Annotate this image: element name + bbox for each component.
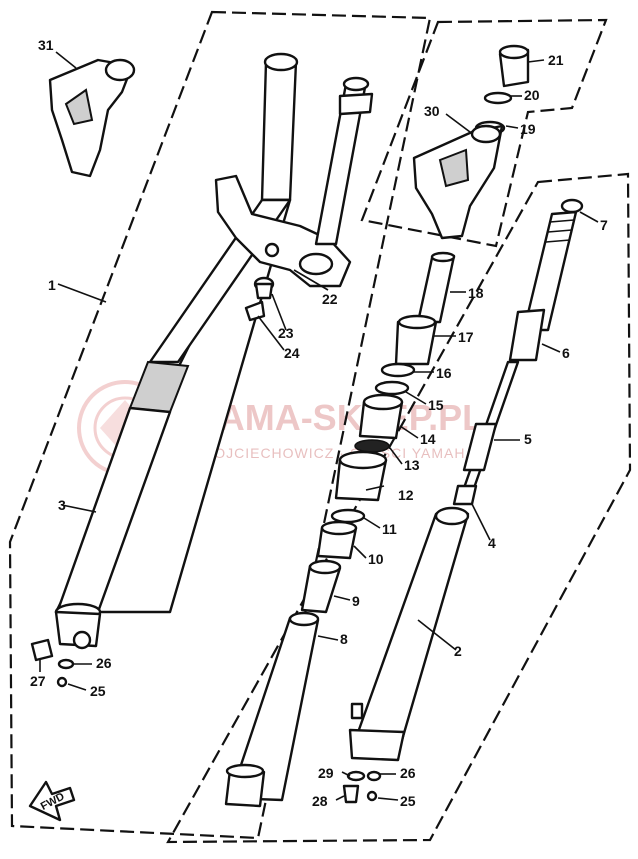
watermark: YAMA-SKLEP.PL WOJCIECHOWICZ · CZĘŚCI YAM… bbox=[77, 380, 484, 476]
callout-8: 8 bbox=[340, 631, 348, 647]
part-9-piece bbox=[300, 559, 342, 614]
callout-14: 14 bbox=[420, 431, 436, 447]
callout-25-left: 25 bbox=[90, 683, 106, 699]
callout-22: 22 bbox=[322, 291, 338, 307]
callout-20: 20 bbox=[524, 87, 540, 103]
part-21-nut bbox=[498, 44, 530, 88]
callout-labels: 31 1 3 21 20 19 30 7 6 5 4 2 22 23 24 18… bbox=[30, 37, 608, 809]
part-22-lower-bracket bbox=[214, 174, 352, 288]
part-31-bracket bbox=[48, 58, 136, 178]
callout-11: 11 bbox=[382, 521, 397, 537]
callout-6: 6 bbox=[562, 345, 570, 361]
part-14-oil-seal bbox=[358, 393, 404, 440]
part-15-washer bbox=[374, 380, 410, 396]
part-3-left-inner-tube bbox=[54, 52, 299, 650]
part-17-bushing bbox=[394, 314, 438, 366]
fwd-arrow: FWD bbox=[28, 780, 76, 822]
callout-5: 5 bbox=[524, 431, 532, 447]
part-27-bolt bbox=[30, 638, 54, 662]
callout-30: 30 bbox=[424, 103, 440, 119]
callout-12: 12 bbox=[398, 487, 414, 503]
callout-4: 4 bbox=[488, 535, 496, 551]
callout-23: 23 bbox=[278, 325, 294, 341]
part-11-ring bbox=[330, 508, 366, 524]
callout-9: 9 bbox=[352, 593, 360, 609]
part-18-collar bbox=[416, 251, 456, 324]
callout-17: 17 bbox=[458, 329, 474, 345]
callout-18: 18 bbox=[468, 285, 484, 301]
callout-3: 3 bbox=[58, 497, 66, 513]
part-12-bushing bbox=[334, 450, 388, 502]
part-2-right-outer-tube bbox=[348, 506, 470, 762]
steering-stem bbox=[314, 76, 374, 246]
part-23-collar bbox=[253, 276, 275, 300]
left-fork-outline bbox=[8, 10, 432, 840]
callout-24: 24 bbox=[284, 345, 300, 361]
callout-28: 28 bbox=[312, 793, 328, 809]
part-24-bolt bbox=[244, 300, 266, 322]
callout-10: 10 bbox=[368, 551, 384, 567]
part-20-washer bbox=[483, 91, 513, 105]
group-outlines bbox=[8, 10, 632, 844]
part-7-cap bbox=[560, 198, 584, 214]
callout-25-right: 25 bbox=[400, 793, 416, 809]
part-26-washer-right bbox=[366, 770, 382, 782]
steering-stem-outline bbox=[360, 18, 608, 248]
part-8-inner-tube bbox=[224, 611, 320, 808]
callout-31: 31 bbox=[38, 37, 54, 53]
callout-2: 2 bbox=[454, 643, 462, 659]
leader-lines bbox=[39, 51, 599, 801]
part-13-washer bbox=[354, 439, 390, 453]
part-6-spring bbox=[508, 210, 578, 362]
watermark-title: YAMA-SKLEP.PL bbox=[198, 397, 484, 438]
part-25-screw-right bbox=[366, 790, 378, 802]
callout-16: 16 bbox=[436, 365, 452, 381]
part-25-screw-left bbox=[56, 676, 68, 688]
part-10-piece bbox=[316, 520, 358, 560]
callout-15: 15 bbox=[428, 397, 444, 413]
watermark-subtitle: WOJCIECHOWICZ · CZĘŚCI YAMAHA bbox=[200, 444, 476, 461]
callout-27: 27 bbox=[30, 673, 46, 689]
part-16-clip bbox=[380, 362, 416, 378]
callout-26-right: 26 bbox=[400, 765, 416, 781]
callout-26-left: 26 bbox=[96, 655, 112, 671]
callout-7: 7 bbox=[600, 217, 608, 233]
callout-13: 13 bbox=[404, 457, 420, 473]
part-26-washer-left bbox=[57, 658, 75, 670]
part-30-bracket bbox=[412, 124, 504, 240]
part-29-washer bbox=[346, 770, 366, 782]
callout-1: 1 bbox=[48, 277, 56, 293]
callout-29: 29 bbox=[318, 765, 334, 781]
callout-21: 21 bbox=[548, 52, 564, 68]
part-28-bolt bbox=[342, 784, 360, 804]
callout-19: 19 bbox=[520, 121, 536, 137]
